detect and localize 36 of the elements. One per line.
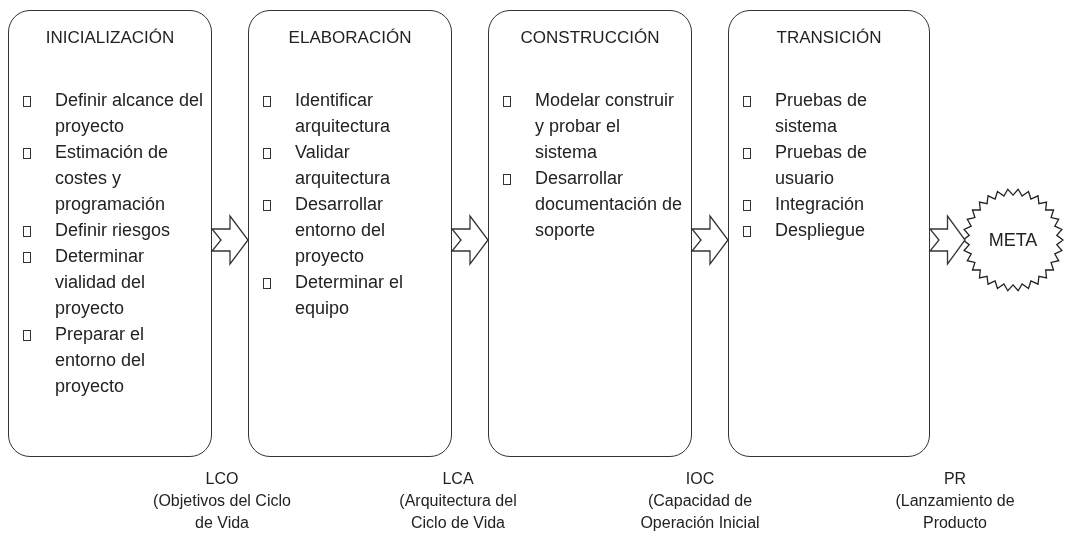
phase-title: CONSTRUCCIÓN xyxy=(519,27,661,49)
block-arrow xyxy=(450,214,489,266)
task-text: Pruebas de usuario xyxy=(775,141,869,190)
phase-box xyxy=(8,10,212,457)
task-text: Despliegue xyxy=(775,219,866,242)
task-text: Identificar arquitectura xyxy=(295,89,392,138)
block-arrow xyxy=(928,214,966,266)
goal-text: META xyxy=(988,228,1038,252)
task-text: Validar arquitectura xyxy=(295,141,392,190)
phase-box xyxy=(248,10,452,457)
task-text: Definir alcance del proyecto xyxy=(55,89,205,138)
task-text: Desarrollar entorno del proyecto xyxy=(295,193,387,268)
task-text: Pruebas de sistema xyxy=(775,89,869,138)
block-arrow xyxy=(210,214,249,266)
phase-title: INICIALIZACIÓN xyxy=(44,27,176,49)
milestone-label: LCA xyxy=(441,469,475,489)
task-text: Definir riesgos xyxy=(55,219,171,242)
task-text: Desarrollar documentación de soporte xyxy=(535,167,684,242)
phase-box xyxy=(488,10,692,457)
milestone-label: (Objetivos del Ciclo de Vida xyxy=(152,491,292,533)
milestone-label: (Arquitectura del Ciclo de Vida xyxy=(398,491,518,533)
task-text: Integración xyxy=(775,193,865,216)
task-text: Determinar vialidad del proyecto xyxy=(55,245,147,320)
task-text: Preparar el entorno del proyecto xyxy=(55,323,147,398)
phase-box xyxy=(728,10,930,457)
milestone-label: IOC xyxy=(684,469,716,489)
task-text: Determinar el equipo xyxy=(295,271,405,320)
phase-title: TRANSICIÓN xyxy=(775,27,883,49)
milestone-label: PR xyxy=(942,469,968,489)
milestone-label: (Capacidad de Operación Inicial xyxy=(639,491,761,533)
task-text: Modelar construir y probar el sistema xyxy=(535,89,676,164)
task-text: Estimación de costes y programación xyxy=(55,141,170,216)
milestone-label: LCO xyxy=(204,469,240,489)
milestone-label: (Lanzamiento de Producto xyxy=(894,491,1016,533)
phase-title: ELABORACIÓN xyxy=(287,27,413,49)
block-arrow xyxy=(690,214,729,266)
